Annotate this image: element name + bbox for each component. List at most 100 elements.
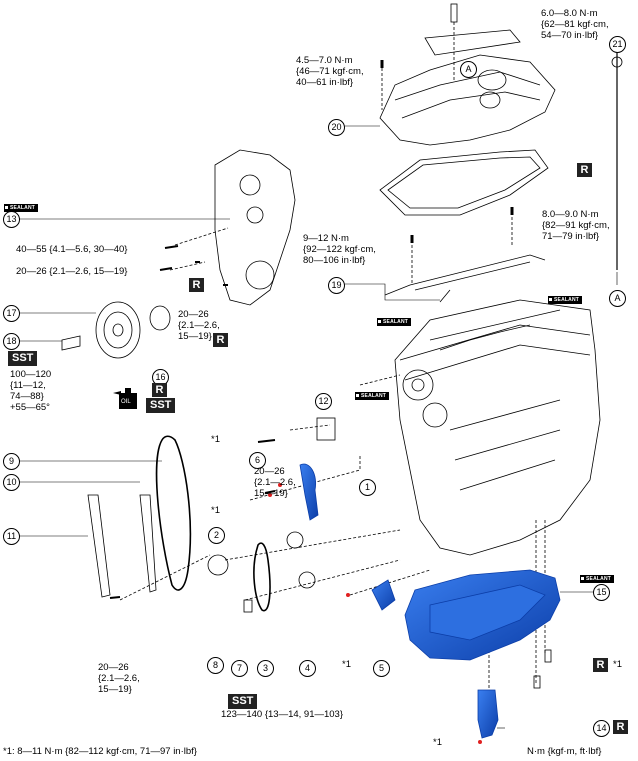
sealant-mark-block-top: SEALANT bbox=[548, 296, 583, 304]
cylinder-head-cover bbox=[379, 54, 556, 146]
callout-8: 8 bbox=[207, 657, 224, 674]
torque-line: 20—26 bbox=[254, 466, 285, 477]
sst-mark-seal: SST bbox=[146, 398, 176, 413]
torque-rail-left: 9—12 N·m {92—122 kgf·cm, 80—106 in·lbf} bbox=[303, 233, 376, 266]
reference-mark-a-bottom: A bbox=[609, 290, 626, 307]
callout-19: 19 bbox=[328, 277, 345, 294]
callout-2: 2 bbox=[208, 527, 225, 544]
oil-can-icon: OIL bbox=[113, 385, 143, 411]
replace-mark-cover-1: R bbox=[189, 278, 204, 292]
star-note-mark: *1 bbox=[613, 659, 622, 670]
bolt-marker bbox=[478, 740, 482, 744]
torque-line: 15—19} bbox=[178, 331, 212, 342]
torque-line: 54—70 in·lbf} bbox=[541, 30, 599, 41]
star-note-mark: *1 bbox=[433, 737, 442, 748]
torque-line: {92—122 kgf·cm, bbox=[303, 244, 376, 255]
torque-line: 20—26 bbox=[98, 662, 129, 673]
callout-3: 3 bbox=[257, 660, 274, 677]
callout-15: 15 bbox=[593, 584, 610, 601]
engine-block bbox=[394, 299, 601, 556]
sst-mark-sprocket: SST bbox=[228, 694, 258, 709]
callout-5: 5 bbox=[373, 660, 390, 677]
callout-1: 1 bbox=[359, 479, 376, 496]
oil-rail bbox=[384, 254, 546, 303]
torque-line: {62—81 kgf·cm, bbox=[541, 19, 609, 30]
torque-line: 8.0—9.0 N·m bbox=[542, 209, 599, 220]
torque-rail-right: 8.0—9.0 N·m {82—91 kgf·cm, 71—79 in·lbf} bbox=[542, 209, 610, 242]
bolt-marker bbox=[268, 493, 272, 497]
chain-tensioner-bracket bbox=[316, 417, 336, 441]
torque-line: 100—120 bbox=[10, 369, 52, 380]
crank-sprocket bbox=[286, 531, 304, 549]
torque-line: {2.1—2.6, bbox=[98, 673, 140, 684]
bolt-marker bbox=[278, 483, 282, 487]
front-cover bbox=[214, 149, 296, 306]
torque-line: +55—65° bbox=[10, 402, 50, 413]
callout-11: 11 bbox=[3, 528, 20, 545]
footnote: *1: 8—11 N·m {82—112 kgf·cm, 71—97 in·lb… bbox=[3, 746, 197, 757]
torque-line: 9—12 N·m bbox=[303, 233, 349, 244]
replace-mark-seal: R bbox=[152, 383, 167, 397]
front-seal bbox=[149, 305, 171, 331]
torque-line: 74—88} bbox=[10, 391, 44, 402]
torque-line: {2.1—2.6, bbox=[254, 477, 296, 488]
torque-line: 15—19} bbox=[98, 684, 132, 695]
torque-bolt-20-cover: 20—26 {2.1—2.6, 15—19} bbox=[178, 309, 220, 342]
callout-12: 12 bbox=[315, 393, 332, 410]
callout-21: 21 bbox=[609, 36, 626, 53]
callout-18: 18 bbox=[3, 333, 20, 350]
callout-7: 7 bbox=[231, 660, 248, 677]
torque-line: 6.0—8.0 N·m bbox=[541, 8, 598, 19]
callout-14: 14 bbox=[593, 720, 610, 737]
chain-tensioner bbox=[299, 463, 319, 521]
bolt-marker bbox=[346, 593, 350, 597]
torque-line: {46—71 kgf·cm, bbox=[296, 66, 364, 77]
torque-bolt-40: 40—55 {4.1—5.6, 30—40} bbox=[16, 244, 128, 255]
torque-line: 80—106 in·lbf} bbox=[303, 255, 366, 266]
torque-line: {2.1—2.6, bbox=[178, 320, 220, 331]
torque-line: {11—12, bbox=[10, 380, 46, 391]
chain-guide bbox=[139, 494, 157, 593]
sealant-mark-cover: SEALANT bbox=[4, 204, 39, 212]
torque-pulley-bolt: 100—120 {11—12, 74—88} +55—65° bbox=[10, 369, 51, 413]
callout-9: 9 bbox=[3, 453, 20, 470]
sealant-mark-block-mid: SEALANT bbox=[355, 392, 390, 400]
torque-guide: 20—26 {2.1—2.6, 15—19} bbox=[98, 662, 140, 695]
oil-pump-sprocket bbox=[298, 571, 316, 589]
torque-top-bolt: 6.0—8.0 N·m {62—81 kgf·cm, 54—70 in·lbf} bbox=[541, 8, 609, 41]
callout-6: 6 bbox=[249, 452, 266, 469]
callout-13: 13 bbox=[3, 211, 20, 228]
svg-text:OIL: OIL bbox=[121, 399, 131, 405]
replace-mark-gasket: R bbox=[577, 163, 592, 177]
oil-pump-chain bbox=[253, 542, 271, 612]
oil-strainer bbox=[477, 689, 499, 739]
crank-pulley bbox=[95, 301, 141, 359]
torque-cover-bolt: 4.5—7.0 N·m {46—71 kgf·cm, 40—61 in·lbf} bbox=[296, 55, 364, 88]
cover-gasket bbox=[379, 149, 549, 216]
callout-10: 10 bbox=[3, 474, 20, 491]
top-stud-bolt bbox=[450, 3, 458, 23]
pulley-bolt bbox=[61, 335, 81, 351]
torque-line: 15—19} bbox=[254, 488, 288, 499]
sst-mark-pulley: SST bbox=[8, 351, 38, 366]
replace-mark-strainer: R bbox=[613, 720, 628, 734]
unit-legend: N·m {kgf·m, ft·lbf} bbox=[527, 746, 602, 757]
sealant-mark-pan: SEALANT bbox=[580, 575, 615, 583]
torque-bolt-20: 20—26 {2.1—2.6, 15—19} bbox=[16, 266, 128, 277]
torque-line: 71—79 in·lbf} bbox=[542, 231, 600, 242]
replace-mark-cover-2: R bbox=[213, 333, 228, 347]
callout-20: 20 bbox=[328, 119, 345, 136]
star-note-mark: *1 bbox=[211, 505, 220, 516]
callout-17: 17 bbox=[3, 305, 20, 322]
star-note-mark: *1 bbox=[211, 434, 220, 445]
star-note-mark: *1 bbox=[342, 659, 351, 670]
torque-tensioner: 20—26 {2.1—2.6, 15—19} bbox=[254, 466, 296, 499]
oil-pump bbox=[371, 579, 396, 611]
reference-mark-a-top: A bbox=[460, 61, 477, 78]
tensioner-arm bbox=[87, 494, 111, 598]
torque-sprocket-bolt: 123—140 {13—14, 91—103} bbox=[221, 709, 344, 720]
replace-mark-pan: R bbox=[593, 658, 608, 672]
torque-line: 4.5—7.0 N·m bbox=[296, 55, 353, 66]
torque-line: 40—61 in·lbf} bbox=[296, 77, 354, 88]
